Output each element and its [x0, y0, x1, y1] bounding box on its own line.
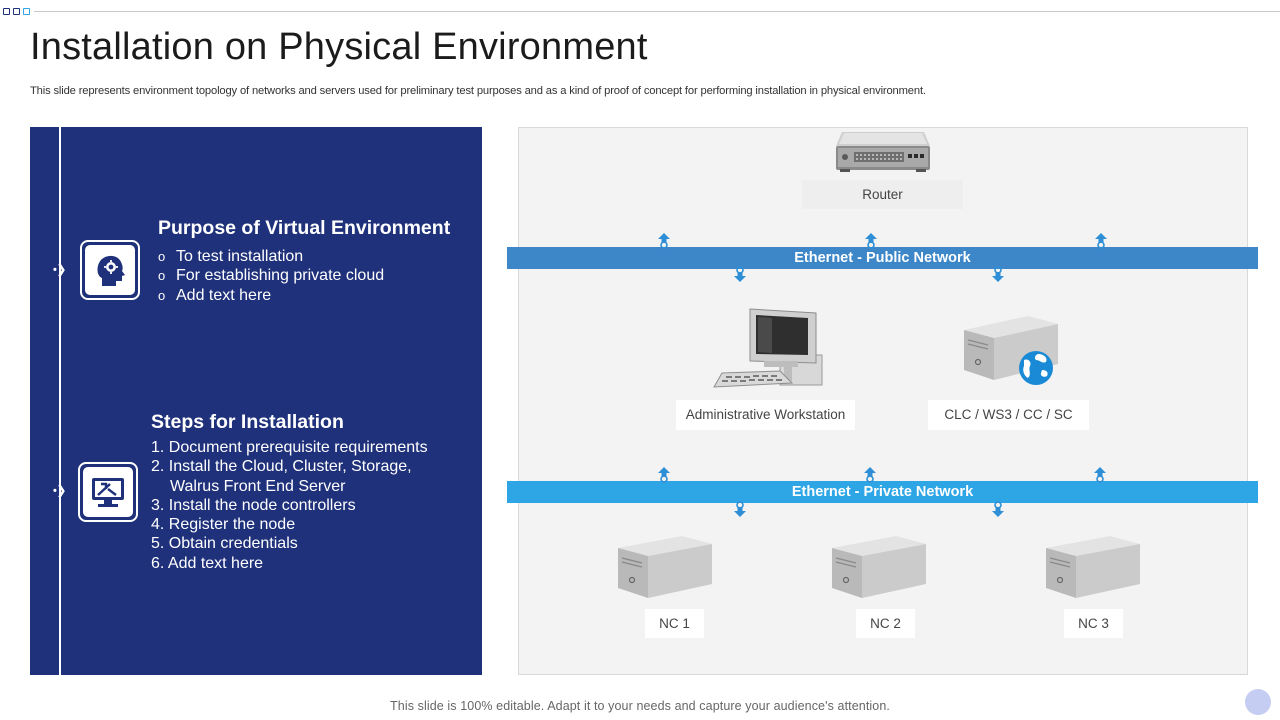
nc3-label: NC 3 [1064, 609, 1123, 638]
nc1-label: NC 1 [645, 609, 704, 638]
router-label: Router [802, 180, 963, 209]
private-network-bar: Ethernet - Private Network [507, 481, 1258, 503]
connector-up-icon [864, 467, 876, 483]
connector-up-icon [865, 233, 877, 249]
connector-up-icon [658, 467, 670, 483]
workstation-label: Administrative Workstation [676, 400, 855, 430]
timeline-line [59, 127, 61, 675]
corner-square-icon [23, 8, 30, 15]
nc2-server-icon [830, 534, 930, 600]
timeline-arrow-icon: •❯ [53, 484, 66, 497]
monitor-tools-icon [88, 472, 128, 512]
workstation-icon [710, 305, 828, 397]
list-item: Walrus Front End Server [151, 477, 428, 496]
nc1-server-icon [616, 534, 716, 600]
connector-up-icon [1094, 467, 1106, 483]
connector-up-icon [1095, 233, 1107, 249]
nc2-label: NC 2 [856, 609, 915, 638]
steps-icon-frame [78, 462, 138, 522]
page-indicator-icon [1245, 689, 1271, 715]
server-globe-icon [962, 314, 1062, 388]
steps-list: 1. Document prerequisite requirements 2.… [151, 438, 428, 573]
head-gear-icon [90, 250, 130, 290]
bullet-mark: o [158, 247, 176, 266]
connector-down-icon [734, 266, 746, 282]
connector-down-icon [992, 501, 1004, 517]
public-network-bar: Ethernet - Public Network [507, 247, 1258, 269]
footer-note: This slide is 100% editable. Adapt it to… [0, 699, 1280, 713]
corner-square-icon [13, 8, 20, 15]
bullet-mark: o [158, 266, 176, 285]
router-icon [834, 130, 932, 174]
corner-square-icon [3, 8, 10, 15]
list-item: 1. Document prerequisite requirements [151, 438, 428, 457]
bullet-mark: o [158, 286, 176, 305]
purpose-item-3: Add text here [176, 287, 271, 304]
top-rule [34, 11, 1280, 12]
list-item: 3. Install the node controllers [151, 496, 428, 515]
connector-up-icon [658, 233, 670, 249]
list-item: 5. Obtain credentials [151, 534, 428, 553]
purpose-icon-frame [80, 240, 140, 300]
timeline-arrow-icon: •❯ [53, 263, 66, 276]
page-title: Installation on Physical Environment [30, 26, 648, 69]
connector-down-icon [992, 266, 1004, 282]
nc3-server-icon [1044, 534, 1144, 600]
purpose-item-2: For establishing private cloud [176, 267, 384, 284]
purpose-title: Purpose of Virtual Environment [158, 217, 450, 240]
server-label: CLC / WS3 / CC / SC [928, 400, 1089, 430]
list-item: 4. Register the node [151, 515, 428, 534]
list-item: 2. Install the Cloud, Cluster, Storage, [151, 457, 428, 476]
steps-title: Steps for Installation [151, 411, 344, 434]
connector-down-icon [734, 501, 746, 517]
purpose-item-1: To test installation [176, 248, 303, 265]
list-item: 6. Add text here [151, 554, 428, 573]
page-subtitle: This slide represents environment topolo… [30, 85, 926, 97]
